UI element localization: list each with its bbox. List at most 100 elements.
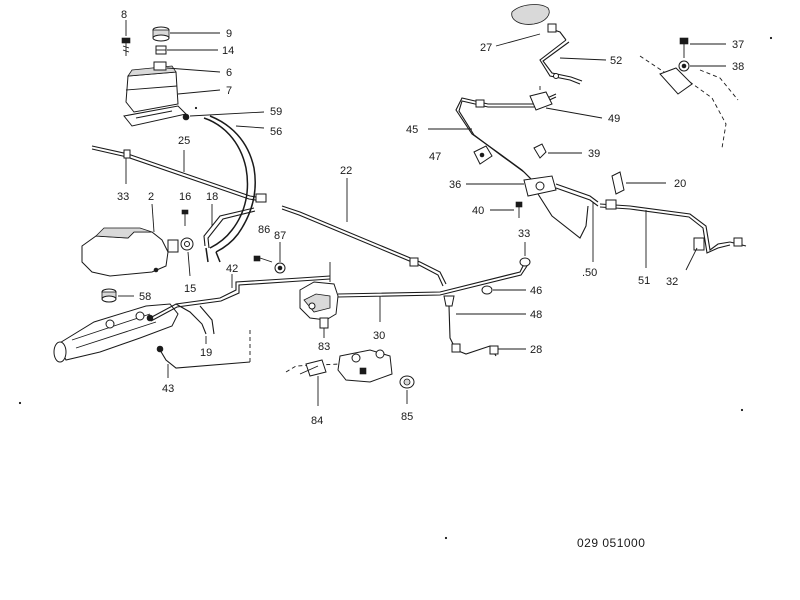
nut-part-46: [481, 285, 493, 295]
callout-87: 87: [274, 230, 286, 262]
drawing-reference-code: 029 051000: [577, 536, 646, 550]
callout-7: 7: [177, 85, 232, 97]
bolt-part-86: [253, 255, 273, 263]
callout-14: 14: [167, 45, 234, 57]
callout-8-label: 8: [121, 9, 127, 21]
screw-part-16: [181, 209, 189, 226]
callout-36: 36: [449, 179, 524, 191]
clamp-part-15: [180, 237, 194, 251]
callout-19-label: 19: [200, 347, 212, 359]
pipe-part-22: [281, 205, 447, 287]
callout-6-label: 6: [226, 67, 232, 79]
callout-87-label: 87: [274, 230, 286, 242]
callout-51: 51: [638, 210, 650, 287]
callout-9: 9: [170, 28, 232, 40]
callout-84: 84: [311, 376, 323, 427]
pipe-part-50: [537, 183, 599, 239]
callout-33-left: 33: [117, 158, 129, 203]
pipe-part-51: [599, 199, 731, 254]
filter-part-14: [155, 45, 167, 55]
callout-48: 48: [456, 309, 542, 321]
callout-14-label: 14: [222, 45, 234, 57]
fitting-part-39: [533, 143, 547, 159]
callout-37-label: 37: [732, 39, 744, 51]
callout-2: 2: [148, 191, 155, 233]
pipe-part-45: [455, 93, 557, 183]
callout-43: 43: [162, 364, 174, 395]
callout-20-label: 20: [674, 178, 686, 190]
callout-50: .50: [582, 202, 597, 279]
callout-15: 15: [184, 251, 196, 295]
callout-27-label: 27: [480, 42, 492, 54]
callout-18: 18: [206, 191, 218, 226]
seal-part-58: [101, 288, 117, 303]
cap-part-9: [152, 26, 170, 42]
grommet-part-85: [399, 375, 415, 389]
callout-85-label: 85: [401, 411, 413, 423]
clip-part-47: [473, 145, 493, 165]
callout-39-label: 39: [588, 148, 600, 160]
callout-42-label: 42: [226, 263, 238, 275]
callout-46-label: 46: [530, 285, 542, 297]
callout-2-label: 2: [148, 191, 154, 203]
callout-25-label: 25: [178, 135, 190, 147]
callout-50-label: .50: [582, 267, 597, 279]
reservoir-part-6: [125, 61, 179, 113]
hose-part-48: [443, 295, 457, 351]
callout-22-label: 22: [340, 165, 352, 177]
callout-45: 45: [406, 124, 472, 136]
callout-84-label: 84: [311, 415, 323, 427]
callout-28: 28: [498, 344, 542, 356]
callout-45-label: 45: [406, 124, 418, 136]
callout-22: 22: [340, 165, 352, 222]
pipe-part-52: [539, 39, 583, 85]
callout-6: 6: [166, 67, 232, 79]
callout-83: 83: [318, 328, 330, 353]
callout-38-label: 38: [732, 61, 744, 73]
grommet-part-33-right: [519, 257, 531, 267]
hose-part-56: [203, 115, 256, 253]
callout-8: 8: [121, 9, 127, 36]
callout-32: 32: [666, 247, 698, 288]
callout-33-right: 33: [518, 228, 530, 256]
bracket-part-20: [611, 171, 625, 195]
callout-9-label: 9: [226, 28, 232, 40]
callout-58-label: 58: [139, 291, 151, 303]
connector-part-49: [529, 86, 553, 111]
scan-specks: [18, 36, 773, 540]
callout-86-label: 86: [258, 224, 270, 236]
callout-43-label: 43: [162, 383, 174, 395]
callout-51-label: 51: [638, 275, 650, 287]
master-cylinder-area: [53, 207, 331, 369]
hose-part-28: [451, 343, 499, 357]
pipe-part-19: [175, 303, 215, 335]
callout-38: 38: [690, 61, 744, 73]
callout-7-label: 7: [226, 85, 232, 97]
valve-part-83: [299, 262, 339, 329]
callout-16: 16: [179, 191, 191, 203]
callout-47-label: 47: [429, 151, 441, 163]
hose-group-upper: [91, 113, 267, 253]
hose-part-27: [511, 4, 567, 41]
callout-46: 46: [493, 285, 542, 297]
callout-30: 30: [373, 296, 385, 342]
callout-39: 39: [548, 148, 600, 160]
fitting-part-37-38: [639, 37, 739, 149]
callout-32-label: 32: [666, 276, 678, 288]
bolt-part-40: [515, 201, 523, 218]
callout-40-label: 40: [472, 205, 484, 217]
assembly-part-84: [285, 349, 393, 383]
screw-part-8: [121, 37, 131, 56]
callout-52-label: 52: [610, 55, 622, 67]
callout-20: 20: [626, 178, 686, 190]
callout-40: 40: [472, 205, 514, 217]
callout-52: 52: [559, 55, 622, 67]
callout-86: 86: [258, 224, 270, 236]
callout-33-right-label: 33: [518, 228, 530, 240]
callout-49: 49: [545, 107, 620, 125]
callout-18-label: 18: [206, 191, 218, 203]
callout-28-label: 28: [530, 344, 542, 356]
callout-33-left-label: 33: [117, 191, 129, 203]
callout-59: 59: [189, 106, 282, 118]
